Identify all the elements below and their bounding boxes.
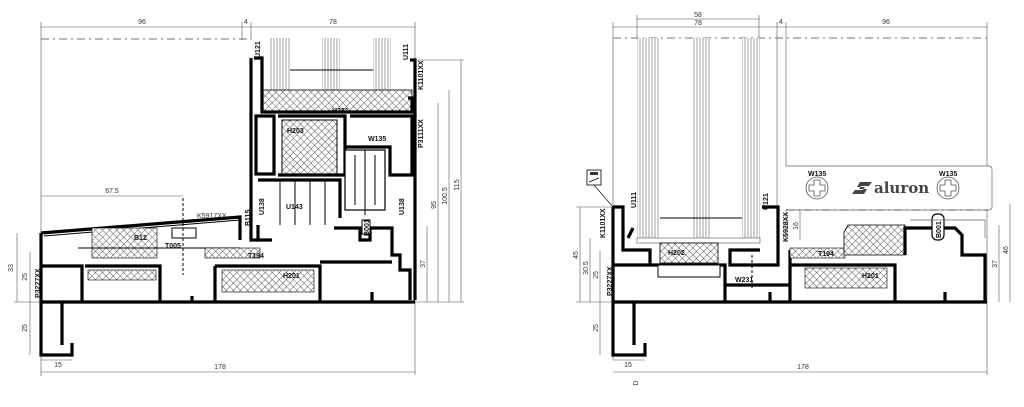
dim-37: 37 bbox=[992, 260, 999, 268]
label-u143: U143 bbox=[286, 204, 303, 211]
label-h202: H202 bbox=[668, 250, 685, 257]
logo-text: aluron bbox=[874, 179, 929, 197]
glazing-unit bbox=[636, 38, 761, 264]
label-b001: B001 bbox=[936, 221, 943, 238]
left-part-labels: U121 U111 K1101XX H281 H203 W135 P3111XX… bbox=[35, 41, 425, 298]
label-p3111xx: P3111XX bbox=[418, 119, 425, 148]
label-u138-left: U138 bbox=[259, 198, 266, 215]
dim-4: 4 bbox=[779, 19, 783, 26]
label-t194: T194 bbox=[248, 253, 264, 260]
label-k1101xx: K1101XX bbox=[600, 208, 607, 238]
frame-profile bbox=[611, 205, 987, 357]
label-t005: T005 bbox=[165, 243, 181, 250]
dim-67-5: 67.5 bbox=[105, 188, 119, 195]
sill-profile bbox=[39, 198, 415, 357]
label-w135-right: W135 bbox=[939, 171, 957, 178]
right-part-labels: U111 U121 K1101XX K5928XX H202 T194 W231… bbox=[600, 192, 943, 296]
label-u111: U111 bbox=[403, 44, 410, 60]
dim-95: 95 bbox=[431, 201, 438, 209]
dim-100-5: 100.5 bbox=[442, 187, 449, 205]
dim-37: 37 bbox=[420, 260, 427, 268]
label-u121: U121 bbox=[255, 41, 262, 58]
section-mark: D bbox=[633, 380, 640, 385]
dim-25-lower: 25 bbox=[593, 324, 600, 332]
right-side-dimensions: 45 30.5 25 25 15 178 16 37 46 D bbox=[573, 204, 1011, 386]
left-side-dimensions: 67.5 33 25 25 15 178 37 95 100.5 115 bbox=[8, 59, 464, 376]
dim-96: 96 bbox=[882, 19, 890, 26]
dim-16: 16 bbox=[793, 222, 800, 230]
label-p3227xx: P3227XX bbox=[35, 268, 42, 298]
label-u138-right: U138 bbox=[399, 198, 406, 215]
dim-46: 46 bbox=[1003, 246, 1010, 254]
label-b115: B115 bbox=[245, 210, 252, 226]
dim-78: 78 bbox=[329, 19, 337, 26]
dim-30-5: 30.5 bbox=[583, 261, 590, 275]
label-p3227xx: P3227XX bbox=[607, 266, 614, 296]
dim-78: 78 bbox=[694, 20, 702, 27]
label-b001: B001 bbox=[364, 219, 371, 236]
sticker-icon bbox=[586, 169, 614, 208]
dim-96: 96 bbox=[138, 19, 146, 26]
label-u111: U111 bbox=[631, 192, 638, 208]
dim-25-upper: 25 bbox=[22, 273, 29, 281]
label-h281: H281 bbox=[332, 108, 349, 115]
dim-58: 58 bbox=[694, 12, 702, 19]
label-k1101xx: K1101XX bbox=[418, 60, 425, 90]
label-w135: W135 bbox=[368, 136, 386, 143]
dim-15: 15 bbox=[624, 362, 632, 369]
label-u121: U121 bbox=[763, 193, 770, 210]
dim-33: 33 bbox=[8, 264, 15, 272]
screw-icon-left bbox=[805, 176, 829, 200]
label-w135-left: W135 bbox=[808, 171, 826, 178]
label-h201: H201 bbox=[283, 273, 300, 280]
label-b12: B12 bbox=[134, 235, 147, 242]
label-h203: H203 bbox=[287, 128, 304, 135]
dim-4: 4 bbox=[244, 19, 248, 26]
label-k5928xx: K5928XX bbox=[783, 212, 790, 242]
screw-icon-right bbox=[936, 176, 960, 200]
right-section: 58 78 4 96 W135 W1 bbox=[573, 12, 1011, 386]
left-section: 96 4 78 bbox=[8, 19, 464, 376]
dim-15: 15 bbox=[54, 362, 62, 369]
dim-178: 178 bbox=[214, 364, 226, 371]
label-h201: H201 bbox=[862, 273, 879, 280]
dim-115: 115 bbox=[454, 179, 461, 190]
dim-45: 45 bbox=[573, 251, 580, 259]
dim-25-upper: 25 bbox=[593, 271, 600, 279]
label-t194: T194 bbox=[818, 251, 834, 258]
dim-178: 178 bbox=[797, 364, 809, 371]
label-w231: W231 bbox=[735, 277, 753, 284]
glazing-unit bbox=[261, 38, 413, 113]
product-label-plate: W135 W135 aluron bbox=[785, 165, 993, 240]
aluron-logo: aluron bbox=[852, 179, 929, 197]
label-k5917xx: K5917XX bbox=[197, 213, 227, 220]
dim-25-lower: 25 bbox=[22, 324, 29, 332]
